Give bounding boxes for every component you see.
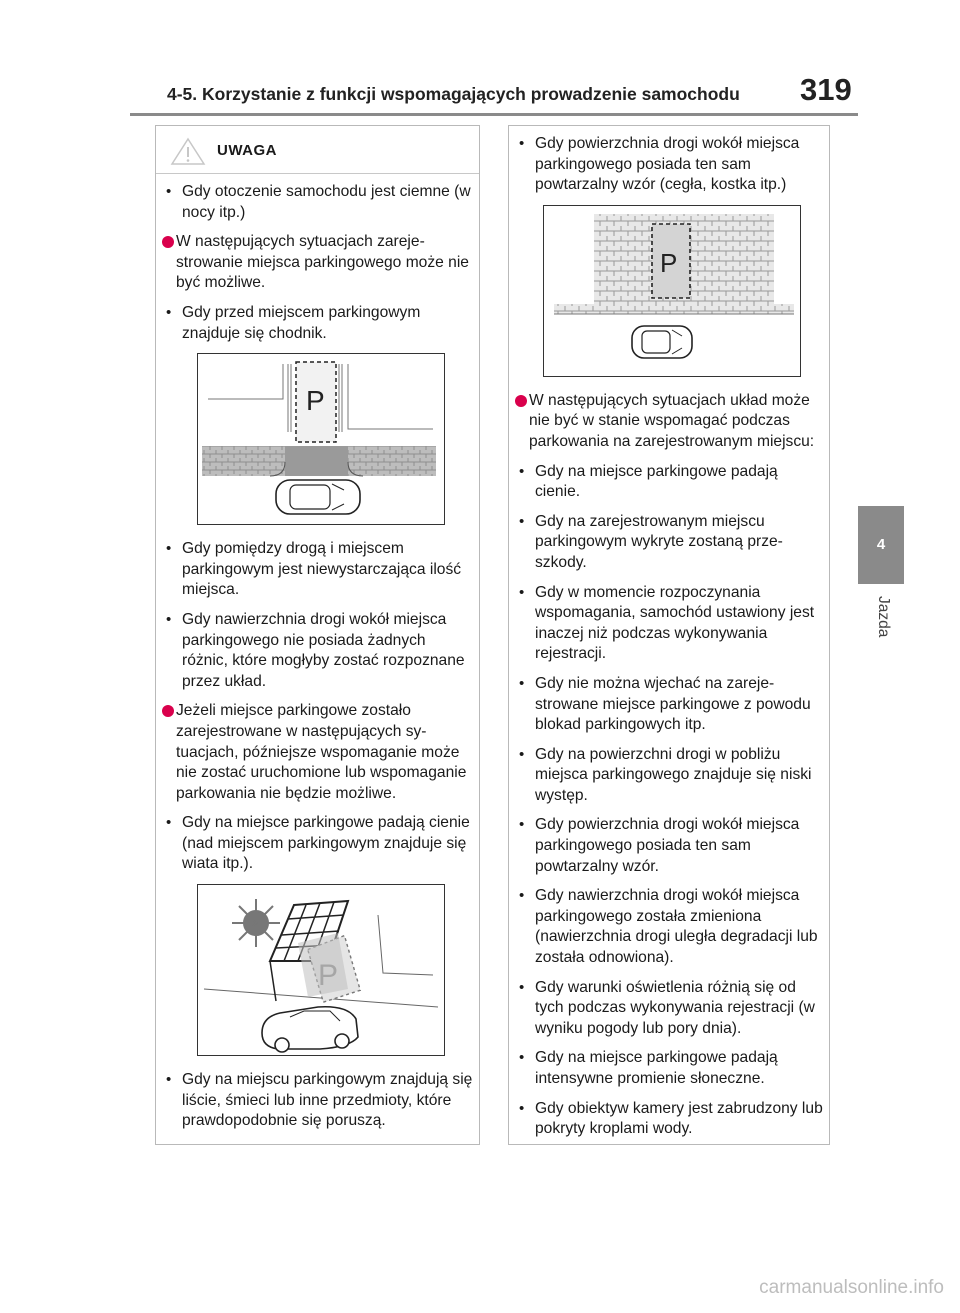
bullet-mark xyxy=(166,303,180,324)
item-text: Gdy na miejsce parkingowe padają cienie. xyxy=(535,462,778,501)
item-text: Gdy na miejsce parkingowe padają cienie … xyxy=(182,814,470,873)
bullet-mark xyxy=(519,134,533,155)
item-text: Gdy nie można wjechać na zareje­strowane… xyxy=(535,674,811,734)
list-item: Gdy warunki oświetlenia różnią się od ty… xyxy=(517,978,823,1040)
bullet-mark xyxy=(519,583,533,604)
bullet-mark xyxy=(519,886,533,907)
repeating-pattern-illustration: P xyxy=(543,204,801,377)
bullet-mark xyxy=(166,539,180,560)
page-number: 319 xyxy=(800,72,852,107)
car-icon xyxy=(631,324,693,359)
list-item: Gdy powierzchnia drogi wokół miej­sca pa… xyxy=(517,134,823,196)
item-text: Jeżeli miejsce parkingowe zostało zareje… xyxy=(176,702,467,802)
list-item: Gdy nawierzchnia drogi wokół miej­sca pa… xyxy=(164,610,473,692)
bullet-mark xyxy=(519,512,533,533)
car-icon xyxy=(261,1006,359,1053)
item-text: Gdy pomiędzy drogą i miejscem parkingowy… xyxy=(182,540,462,599)
watermark: carmanualsonline.info xyxy=(759,1277,944,1298)
warning-panel: UWAGA Gdy otoczenie samochodu jest ciemn… xyxy=(155,125,480,1145)
carport-shadow-illustration: P xyxy=(197,884,445,1057)
list-item: Gdy na miejscu parkingowym znaj­dują się… xyxy=(164,1070,473,1132)
bullet-mark xyxy=(166,182,180,203)
item-text: Gdy obiektyw kamery jest zabru­dzony lub… xyxy=(535,1099,823,1138)
bullet-mark xyxy=(519,674,533,695)
list-item: Gdy powierzchnia drogi wokół miej­sca pa… xyxy=(517,815,823,877)
list-item: Gdy obiektyw kamery jest zabru­dzony lub… xyxy=(517,1099,823,1140)
list-item: Gdy na zarejestrowanym miejscu parkingow… xyxy=(517,512,823,574)
sidewalk-illustration: P xyxy=(197,353,445,526)
red-dot-icon xyxy=(515,394,527,407)
list-item: Gdy na miejsce parkingowe padają cienie. xyxy=(517,462,823,503)
right-column-content: Gdy powierzchnia drogi wokół miej­sca pa… xyxy=(515,134,823,1149)
item-text: Gdy nawierzchnia drogi wokół miej­sca pa… xyxy=(535,887,818,967)
list-item: Gdy pomiędzy drogą i miejscem parkingowy… xyxy=(164,539,473,601)
item-text: Gdy na powierzchni drogi w pobliżu miejs… xyxy=(535,745,812,804)
chapter-label: Jazda xyxy=(875,596,892,638)
list-item: Gdy otoczenie samochodu jest ciemne (w n… xyxy=(164,182,473,223)
parking-spot-label: P xyxy=(660,248,677,278)
page-header-title: 4-5. Korzystanie z funkcji wspomagającyc… xyxy=(167,84,740,104)
left-column-content: Gdy otoczenie samochodu jest ciemne (w n… xyxy=(162,182,473,1141)
parking-spot-label: P xyxy=(306,385,325,416)
item-text: Gdy powierzchnia drogi wokół miej­sca pa… xyxy=(535,135,800,194)
sun-icon xyxy=(232,899,280,948)
bullet-mark xyxy=(519,1099,533,1120)
warning-title: UWAGA xyxy=(217,142,277,159)
item-text: Gdy w momencie rozpoczynania wspomagania… xyxy=(535,583,815,663)
right-column-panel: Gdy powierzchnia drogi wokół miej­sca pa… xyxy=(508,125,830,1145)
item-text: Gdy otoczenie samochodu jest ciemne (w n… xyxy=(182,183,471,221)
bullet-mark xyxy=(519,978,533,999)
item-text: W następujących sytuacjach zareje­strowa… xyxy=(176,233,469,292)
item-text: Gdy na zarejestrowanym miejscu parkingow… xyxy=(535,512,783,571)
list-item: W następujących sytuacjach układ może ni… xyxy=(515,391,823,453)
chapter-tab[interactable]: 4 xyxy=(858,506,904,584)
list-item: Gdy nie można wjechać na zareje­strowane… xyxy=(517,674,823,736)
item-text: W następujących sytuacjach układ może ni… xyxy=(529,391,815,450)
list-item: Gdy nawierzchnia drogi wokół miej­sca pa… xyxy=(517,886,823,968)
bullet-mark xyxy=(166,1070,180,1091)
bullet-mark xyxy=(519,1048,533,1069)
item-text: Gdy przed miejscem parkingowym znajduje … xyxy=(182,303,421,342)
item-text: Gdy powierzchnia drogi wokół miej­sca pa… xyxy=(535,816,800,875)
list-item: Jeżeli miejsce parkingowe zostało zareje… xyxy=(162,701,473,804)
list-item: Gdy na miejsce parkingowe padają cienie … xyxy=(164,813,473,875)
item-text: Gdy nawierzchnia drogi wokół miej­sca pa… xyxy=(182,610,465,690)
item-text: Gdy na miejsce parkingowe padają intensy… xyxy=(535,1049,778,1087)
bullet-mark xyxy=(519,815,533,836)
list-item: Gdy przed miejscem parkingowym znajduje … xyxy=(164,303,473,344)
warning-header: UWAGA xyxy=(156,126,479,174)
car-icon xyxy=(275,479,361,515)
header-rule xyxy=(130,113,858,116)
list-item: Gdy w momencie rozpoczynania wspomagania… xyxy=(517,583,823,665)
bullet-mark xyxy=(166,610,180,631)
bullet-mark xyxy=(519,745,533,766)
list-item: Gdy na miejsce parkingowe padają intensy… xyxy=(517,1048,823,1089)
list-item: Gdy na powierzchni drogi w pobliżu miejs… xyxy=(517,745,823,807)
warning-triangle-icon xyxy=(170,136,206,171)
red-dot-icon xyxy=(162,705,174,718)
bullet-mark xyxy=(519,462,533,483)
item-text: Gdy warunki oświetlenia różnią się od ty… xyxy=(535,978,815,1037)
bullet-mark xyxy=(166,813,180,834)
item-text: Gdy na miejscu parkingowym znaj­dują się… xyxy=(182,1071,473,1130)
list-item: W następujących sytuacjach zareje­strowa… xyxy=(162,232,473,294)
red-dot-icon xyxy=(162,236,174,249)
